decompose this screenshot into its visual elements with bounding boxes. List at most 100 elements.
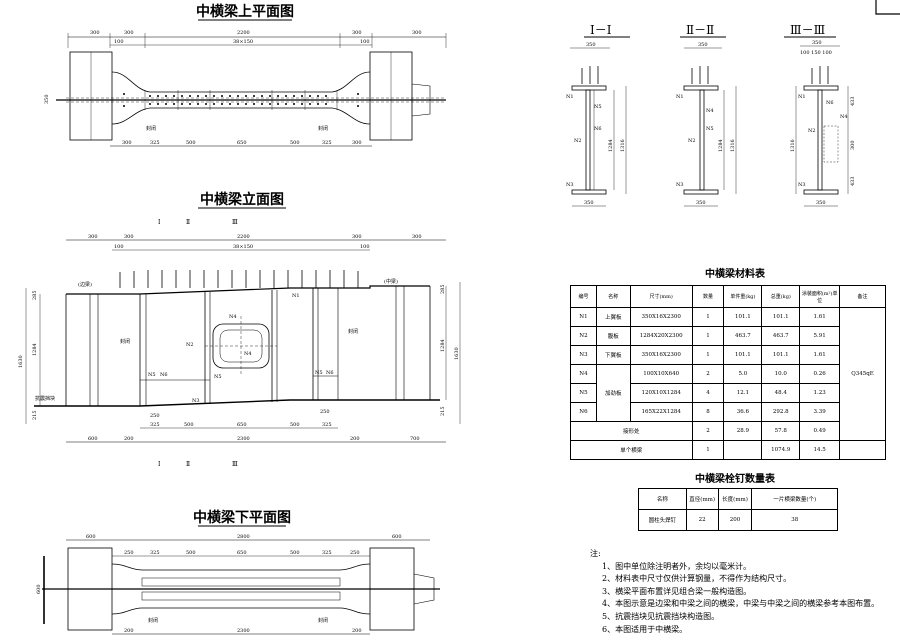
svg-text:500: 500: [290, 422, 300, 428]
table-row: N1 上翼板 350X16X2300 1 101.1 101.1 1.61 Q3…: [570, 307, 886, 441]
svg-text:I－I: I－I: [590, 23, 612, 37]
svg-text:300: 300: [412, 234, 422, 240]
svg-text:300: 300: [122, 140, 132, 146]
note-item: 2、材料表中尺寸仅供计算钢量，不得作为结构尺寸。: [602, 574, 792, 584]
svg-text:N6: N6: [594, 126, 602, 132]
svg-text:215: 215: [440, 406, 446, 416]
svg-text:N5: N5: [594, 104, 602, 110]
svg-text:325: 325: [150, 140, 160, 146]
svg-text:650: 650: [237, 422, 247, 428]
svg-text:300: 300: [124, 30, 134, 36]
svg-text:1284: 1284: [440, 339, 446, 352]
section-1: I－I 350 N1 N2 N3 N5 N6 1284 1316 350: [566, 23, 630, 207]
top-plan-view: 中横梁上平面图 300 300 2200 300 300 100 38×150 …: [44, 3, 447, 147]
svg-text:2800: 2800: [237, 534, 250, 540]
svg-text:600: 600: [88, 436, 98, 442]
svg-text:2200: 2200: [237, 30, 250, 36]
bolt-table-title: 中横梁栓钉数量表: [695, 474, 775, 485]
svg-text:封闭: 封闭: [348, 328, 358, 335]
svg-text:325: 325: [322, 140, 332, 146]
svg-text:封闭: 封闭: [318, 125, 328, 132]
svg-text:I: I: [158, 219, 161, 226]
table-row: 单个横梁 1 1074.9 14.5: [570, 440, 886, 460]
svg-text:1630: 1630: [18, 355, 24, 368]
frame-corner: [875, 0, 900, 15]
svg-text:封闭: 封闭: [146, 125, 156, 132]
svg-text:Ⅲ: Ⅲ: [232, 461, 238, 468]
svg-text:433: 433: [850, 96, 856, 106]
svg-text:1316: 1316: [730, 139, 736, 152]
svg-text:300: 300: [88, 234, 98, 240]
svg-text:N4: N4: [244, 351, 252, 357]
svg-text:200: 200: [124, 436, 134, 442]
svg-text:1284: 1284: [718, 139, 724, 152]
svg-text:N2: N2: [574, 138, 582, 144]
svg-text:350: 350: [584, 200, 594, 206]
svg-text:350: 350: [812, 40, 822, 46]
note-item: 4、本图示意是边梁和中梁之间的横梁，中梁与中梁之间的横梁参考本图布置。: [602, 599, 880, 609]
table-header-row: 名称 直径(mm) 长度(mm) 一片横梁数量(个): [638, 488, 838, 510]
svg-text:500: 500: [186, 140, 196, 146]
svg-text:N5: N5: [148, 372, 156, 378]
material-table: 编号 名称 尺寸(mm) 数量 单件重(kg) 总重(kg) 涂装面积(m²)单…: [570, 285, 886, 460]
svg-text:N1: N1: [676, 94, 684, 100]
table-header-row: 编号 名称 尺寸(mm) 数量 单件重(kg) 总重(kg) 涂装面积(m²)单…: [570, 285, 886, 308]
svg-text:Ⅱ: Ⅱ: [186, 461, 190, 468]
svg-text:1284: 1284: [32, 343, 38, 356]
svg-text:600: 600: [36, 584, 42, 594]
svg-text:抗震挡块: 抗震挡块: [35, 395, 55, 402]
table-row: N2 腹板 1284X20X2300 1 463.7 463.7 5.91: [570, 326, 886, 346]
svg-text:250: 250: [320, 409, 330, 415]
svg-text:350: 350: [698, 42, 708, 48]
svg-text:N1: N1: [292, 293, 300, 299]
svg-text:N4: N4: [706, 108, 714, 114]
svg-text:N5: N5: [315, 370, 323, 376]
svg-text:200: 200: [350, 436, 360, 442]
note-item: 5、抗震挡块见抗震挡块构造图。: [602, 611, 720, 621]
svg-text:38×150: 38×150: [233, 39, 253, 45]
elevation-view: 中横梁立面图 I Ⅱ Ⅲ 300 300 2200 300 300 100 38…: [18, 191, 461, 468]
bottom-plan-title: 中横梁下平面图: [193, 509, 291, 526]
svg-text:N3: N3: [566, 182, 574, 188]
bolt-table: 名称 直径(mm) 长度(mm) 一片横梁数量(个) 圆柱头焊钉 22 200 …: [638, 488, 838, 531]
svg-text:(边梁): (边梁): [78, 281, 92, 288]
table-row: 圆柱头焊钉 22 200 38: [638, 509, 838, 531]
svg-text:N5: N5: [214, 374, 222, 380]
svg-text:Ⅲ: Ⅲ: [232, 219, 238, 226]
svg-text:500: 500: [290, 140, 300, 146]
bottom-plan-view: 中横梁下平面图 600 2800 600 250 325 500 650 500…: [36, 509, 440, 635]
svg-text:250: 250: [124, 550, 134, 556]
svg-text:封闭: 封闭: [148, 617, 158, 624]
svg-text:350: 350: [586, 42, 596, 48]
svg-text:500: 500: [184, 422, 194, 428]
svg-text:433: 433: [850, 176, 856, 186]
section-2: Ⅱ－Ⅱ 350 N1 N2 N3 N4 N5 1284 1316 350: [676, 23, 737, 207]
svg-text:200: 200: [124, 628, 134, 634]
section-3: Ⅲ－Ⅲ 350 100 150 100 N1 N2 N3 N4 N6 1316 …: [784, 23, 856, 207]
svg-text:285: 285: [32, 290, 38, 300]
svg-text:325: 325: [150, 550, 160, 556]
svg-text:Ⅱ: Ⅱ: [186, 219, 190, 226]
svg-text:600: 600: [392, 534, 402, 540]
svg-text:350: 350: [44, 94, 50, 104]
svg-text:N4: N4: [840, 114, 848, 120]
svg-text:200: 200: [352, 628, 362, 634]
svg-text:N4: N4: [229, 314, 237, 320]
svg-text:N6: N6: [826, 100, 834, 106]
svg-text:(中梁): (中梁): [384, 278, 398, 285]
svg-text:N1: N1: [798, 94, 806, 100]
svg-text:1316: 1316: [620, 139, 626, 152]
svg-text:封闭: 封闭: [318, 617, 328, 624]
notes-block: 注: 1、图中单位除注明者外，余均以毫米计。 2、材料表中尺寸仅供计算钢量，不得…: [590, 548, 879, 636]
svg-text:285: 285: [440, 284, 446, 294]
notes-title: 注:: [590, 549, 601, 558]
svg-text:100: 100: [360, 39, 370, 45]
svg-text:100: 100: [360, 244, 370, 250]
svg-text:N3: N3: [192, 398, 200, 404]
svg-text:700: 700: [410, 436, 420, 442]
svg-text:2300: 2300: [237, 628, 250, 634]
svg-text:2200: 2200: [237, 234, 250, 240]
svg-text:N3: N3: [798, 182, 806, 188]
material-table-title: 中横梁材料表: [705, 269, 765, 280]
